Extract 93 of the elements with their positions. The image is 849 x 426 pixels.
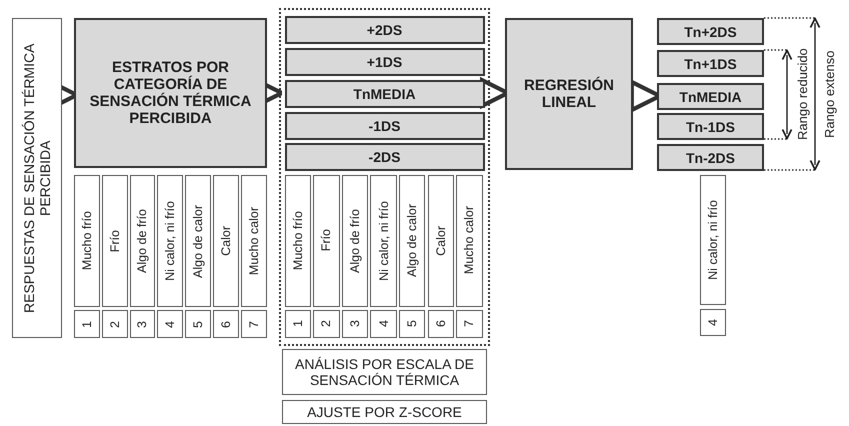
text-box (213, 175, 239, 307)
vertical-label: 4 (706, 319, 720, 326)
text-box (130, 175, 156, 307)
vertical-label: 7 (462, 320, 476, 327)
text-box (370, 174, 397, 306)
box-label: -2DS (368, 148, 400, 164)
vertical-label: 6 (434, 320, 448, 327)
text-box (428, 310, 454, 338)
process-box (284, 80, 484, 108)
text-box (342, 310, 368, 338)
vertical-label: 3 (348, 320, 362, 327)
vertical-label: Algo de calor (191, 204, 206, 278)
text-box (370, 310, 397, 338)
text-box (157, 310, 184, 338)
process-box (284, 48, 484, 76)
vertical-label: 5 (405, 320, 420, 327)
text-box (74, 310, 100, 338)
vertical-label: Ni calor, ni frío (376, 200, 391, 280)
vertical-label: 5 (191, 320, 206, 328)
text-box (185, 310, 211, 338)
range-label: Rango extenso (822, 49, 837, 140)
vertical-label: 2 (319, 320, 334, 327)
process-box (657, 83, 764, 110)
process-box (284, 16, 484, 44)
vertical-label: Ni calor, ni frío (163, 201, 178, 281)
box-label: ESTRATOS POR CATEGORÍA DE SENSACIÓN TÉRMICA PERCIBIDA (88, 59, 252, 127)
text-box (284, 174, 312, 306)
vertical-label: Calor (434, 226, 448, 256)
box-label: Tn+1DS (684, 56, 737, 72)
vertical-label: 3 (135, 320, 150, 328)
vertical-label: Mucho calor (246, 206, 261, 276)
vertical-label: Ni calor, ni frío (706, 200, 720, 280)
vertical-label: 2 (108, 320, 122, 328)
text-box (398, 174, 426, 306)
text-box (282, 349, 487, 395)
text-box (240, 310, 267, 338)
text-box (102, 310, 128, 338)
vertical-label: Algo de frío (135, 209, 150, 273)
dotted-group-frame (279, 8, 490, 346)
box-label: +1DS (366, 54, 402, 70)
process-box (74, 18, 267, 168)
box-label: TnMEDIA (353, 86, 416, 102)
text-box (313, 310, 340, 338)
text-box (130, 310, 156, 338)
text-box (74, 175, 100, 307)
vertical-label: 1 (80, 320, 94, 328)
vertical-label: Algo de calor (405, 204, 420, 277)
text-box (185, 175, 211, 307)
text-box (12, 18, 62, 338)
vertical-label: 4 (376, 320, 391, 327)
vertical-label: 6 (218, 320, 233, 328)
text-box (342, 174, 368, 306)
text-box (157, 175, 184, 307)
vertical-label: Frío (108, 230, 122, 252)
process-box (657, 144, 764, 171)
text-box (398, 310, 426, 338)
box-label: Tn-1DS (686, 118, 735, 134)
vertical-label: 1 (290, 320, 305, 327)
process-box (657, 113, 764, 140)
vertical-label: RESPUESTAS DE SENSACIÓN TÉRMICA PERCIBIDA (21, 42, 53, 315)
process-box (657, 50, 764, 77)
box-label: ANÁLISIS POR ESCALA DE SENSACIÓN TÉRMICA (294, 356, 475, 388)
box-label: -1DS (368, 118, 400, 134)
text-box (240, 175, 267, 307)
range-label: Rango reducido (795, 50, 810, 140)
text-box (456, 310, 483, 338)
text-box (700, 175, 726, 305)
box-label: REGRESIÓN LINEAL (522, 77, 615, 111)
text-box (213, 310, 239, 338)
text-box (313, 174, 340, 306)
vertical-label: 4 (163, 320, 178, 328)
vertical-label: Mucho frío (290, 210, 305, 270)
box-label: +2DS (366, 22, 402, 38)
vertical-label: Calor (218, 226, 233, 256)
vertical-label: Frío (319, 229, 334, 252)
text-box (700, 309, 726, 336)
text-box (282, 400, 487, 424)
box-label: AJUSTE POR Z-SCORE (307, 404, 462, 420)
process-box (657, 18, 764, 45)
box-label: TnMEDIA (679, 88, 742, 104)
text-box (456, 174, 483, 306)
vertical-label: 7 (246, 320, 261, 328)
process-box (284, 142, 484, 170)
process-box (505, 18, 633, 170)
box-label: Tn-2DS (686, 150, 735, 166)
box-label: Tn+2DS (684, 24, 737, 40)
vertical-label: Algo de frío (348, 208, 362, 272)
text-box (102, 175, 128, 307)
text-box (284, 310, 312, 338)
vertical-label: Mucho frío (80, 211, 94, 271)
vertical-label: Mucho calor (462, 206, 476, 275)
text-box (428, 174, 454, 306)
process-box (284, 112, 484, 140)
